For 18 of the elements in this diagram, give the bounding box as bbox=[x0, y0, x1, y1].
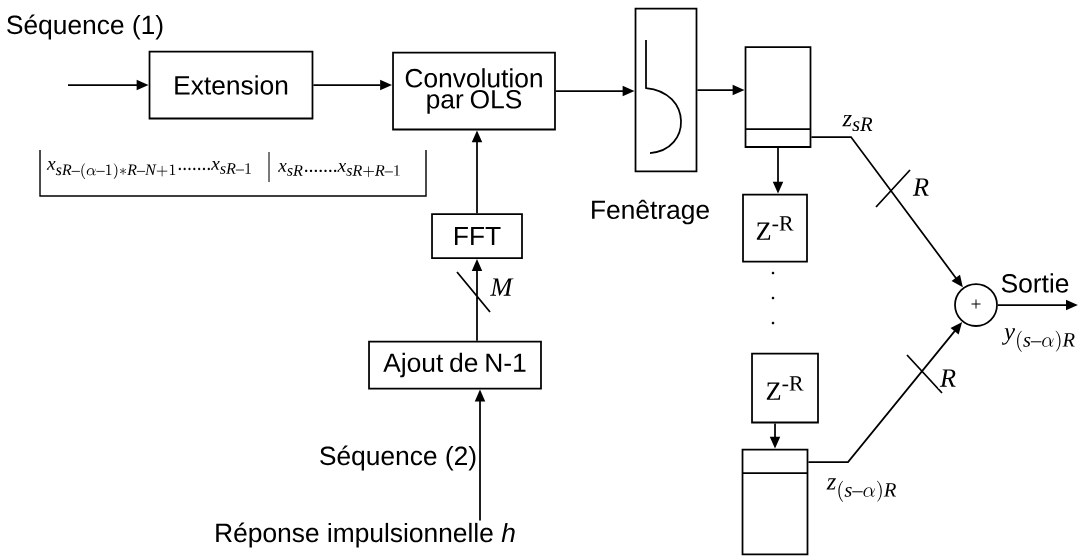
delay-box: Z$^{-R}$ bbox=[751, 352, 819, 424]
edge-label: R bbox=[911, 176, 931, 198]
buffer-box bbox=[741, 448, 809, 556]
edge-label: Sortie bbox=[998, 271, 1072, 295]
source-label: Réponse impulsionnelle h bbox=[216, 522, 515, 548]
caption-text: Fenêtrage bbox=[592, 199, 709, 225]
formula-label: $x_{sR-(\alpha-1)*R-N+1}.......x_{sR-1}$ bbox=[46, 161, 251, 179]
process-box: Extension bbox=[148, 50, 314, 120]
edge-label: Séquence (1) bbox=[4, 12, 166, 42]
process-box: FFT bbox=[431, 213, 523, 259]
edge-label: Séquence (2) bbox=[317, 443, 479, 473]
delay-box: Z$^{-R}$ bbox=[742, 193, 808, 263]
edge-label: M bbox=[488, 276, 516, 298]
formula-label: $x_{sR}.......x_{sR+R-1}$ bbox=[277, 162, 400, 178]
process-box: Ajout de N-1 bbox=[368, 340, 542, 390]
process-box: Convolution par OLS bbox=[392, 51, 556, 131]
buffer-box bbox=[744, 46, 812, 148]
edge-label: R bbox=[938, 367, 958, 389]
